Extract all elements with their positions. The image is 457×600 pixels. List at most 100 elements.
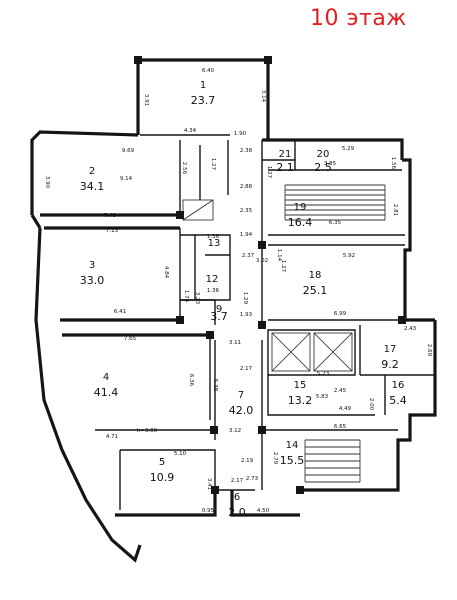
- room-3-area: 33.0: [80, 274, 105, 287]
- dimension-label: 6.36: [188, 374, 194, 387]
- room-13-number: 13: [208, 238, 221, 249]
- dimension-label: 2.69: [426, 344, 432, 357]
- room-2-number: 2: [89, 166, 95, 177]
- dimension-label: 1.27: [280, 260, 286, 273]
- dimension-label: 7.49: [104, 213, 117, 219]
- dimension-label: 3.91: [143, 94, 149, 106]
- room-4-number: 4: [103, 372, 109, 383]
- dimension-label: 9.69: [122, 148, 135, 154]
- dimension-label: 2.45: [334, 388, 347, 394]
- dimension-label: 1.36: [207, 234, 220, 240]
- elevator-shafts: [271, 332, 353, 372]
- room-6-number: 6: [234, 492, 240, 503]
- room-18-number: 18: [309, 270, 322, 281]
- dimension-label: 1.56: [390, 157, 396, 170]
- dimension-label: 5.92: [343, 253, 355, 259]
- room-5-number: 5: [159, 457, 165, 468]
- dimension-label: 3.02: [256, 258, 268, 264]
- room-21-number: 21: [279, 149, 292, 160]
- room-1-number: 1: [200, 80, 206, 91]
- dimension-label: 2.17: [231, 478, 244, 484]
- dimension-label: 3.90: [44, 176, 50, 189]
- dimension-label: 9.14: [120, 176, 133, 182]
- dimension-label: 5.83: [316, 394, 329, 400]
- dimension-label: 1.27: [210, 158, 216, 171]
- dimension-label: 5.38: [212, 379, 218, 392]
- room-14-number: 14: [286, 440, 299, 451]
- dimension-label: 1.36: [207, 288, 220, 294]
- room-labels: 1 23.7 2 34.1 3 33.0 4 41.4 5 10.9 6 2.0…: [80, 80, 407, 519]
- stair-14: [304, 439, 361, 483]
- room-21-area: 2.1: [276, 161, 294, 174]
- stair-19: [284, 184, 386, 221]
- dimension-label: 2.56: [181, 162, 187, 175]
- room-6-area: 2.0: [228, 506, 246, 519]
- dimension-label: 3.23: [194, 292, 200, 305]
- dimension-label: 4.49: [339, 406, 352, 412]
- room-18-area: 25.1: [303, 284, 328, 297]
- room-3-number: 3: [89, 260, 95, 271]
- dimension-label: 1.93: [240, 312, 253, 318]
- dimension-label: 2.38: [240, 148, 253, 154]
- dimension-label: 6.41: [114, 309, 126, 315]
- dimension-label: 1.29: [242, 292, 248, 305]
- room-15-number: 15: [294, 380, 307, 391]
- dimension-label: 4.50: [257, 508, 270, 514]
- room-2-area: 34.1: [80, 180, 105, 193]
- room-14-area: 15.5: [280, 454, 305, 467]
- dimension-label: 2.37: [242, 253, 255, 259]
- dimension-label: 0.95: [202, 508, 215, 514]
- dimension-label: 4.34: [184, 128, 197, 134]
- dimension-label: 2.00: [368, 398, 374, 411]
- dimension-label: 4.84: [163, 266, 169, 279]
- room-7-area: 42.0: [229, 404, 254, 417]
- dimension-label: 6.40: [202, 68, 215, 74]
- room-17-area: 9.2: [381, 358, 399, 371]
- dimension-label: 2.35: [240, 208, 253, 214]
- dimension-label: 5.29: [342, 146, 355, 152]
- dimension-label: 3.41: [206, 478, 212, 490]
- room-20-area: 2.5: [314, 161, 332, 174]
- interior-walls: [40, 134, 435, 515]
- dimension-label: 2.73: [246, 476, 259, 482]
- dimension-label: 3.11: [229, 340, 241, 346]
- dimension-label: 2.79: [272, 452, 278, 465]
- room-17-number: 17: [384, 344, 397, 355]
- room-16-area: 5.4: [389, 394, 407, 407]
- dimension-label: 2.19: [241, 458, 254, 464]
- columns: [134, 56, 406, 494]
- dimension-label: 1.94: [240, 232, 253, 238]
- room-1-area: 23.7: [191, 94, 216, 107]
- dimension-label: 2.17: [240, 366, 253, 372]
- room-9-area: 3.7: [210, 310, 228, 323]
- room-5-area: 10.9: [150, 471, 175, 484]
- floor-title: 10 этаж: [310, 6, 407, 31]
- dimension-label: 2.88: [240, 184, 253, 190]
- room-12-number: 12: [206, 274, 219, 285]
- room-20-number: 20: [317, 149, 330, 160]
- dimension-label: 3.85: [324, 161, 337, 167]
- dimension-label: 4.71: [106, 434, 118, 440]
- dimension-label: 5.23: [317, 371, 330, 377]
- dimension-label: 6.35: [329, 220, 342, 226]
- dimension-label: 7.65: [124, 336, 137, 342]
- room-4-area: 41.4: [94, 386, 119, 399]
- room-19-number: 19: [294, 202, 307, 213]
- dimension-label: h=3.00: [137, 428, 158, 434]
- dimension-label: 6.65: [334, 424, 347, 430]
- room-15-area: 13.2: [288, 394, 313, 407]
- dimension-label: 3.12: [229, 428, 241, 434]
- room-16-number: 16: [392, 380, 405, 391]
- dimension-label: 7.13: [106, 228, 119, 234]
- dimension-label: 1.27: [266, 166, 272, 179]
- dimension-label: 3.14: [260, 90, 266, 103]
- dimension-label: 2.43: [404, 326, 417, 332]
- dimension-label: 1.14: [276, 249, 282, 262]
- dimension-label: 2.81: [392, 204, 398, 216]
- dimension-label: 1.74: [183, 290, 189, 303]
- dimension-label: 5.10: [174, 451, 187, 457]
- room-7-number: 7: [238, 390, 244, 401]
- room-9-number: 9: [216, 304, 222, 315]
